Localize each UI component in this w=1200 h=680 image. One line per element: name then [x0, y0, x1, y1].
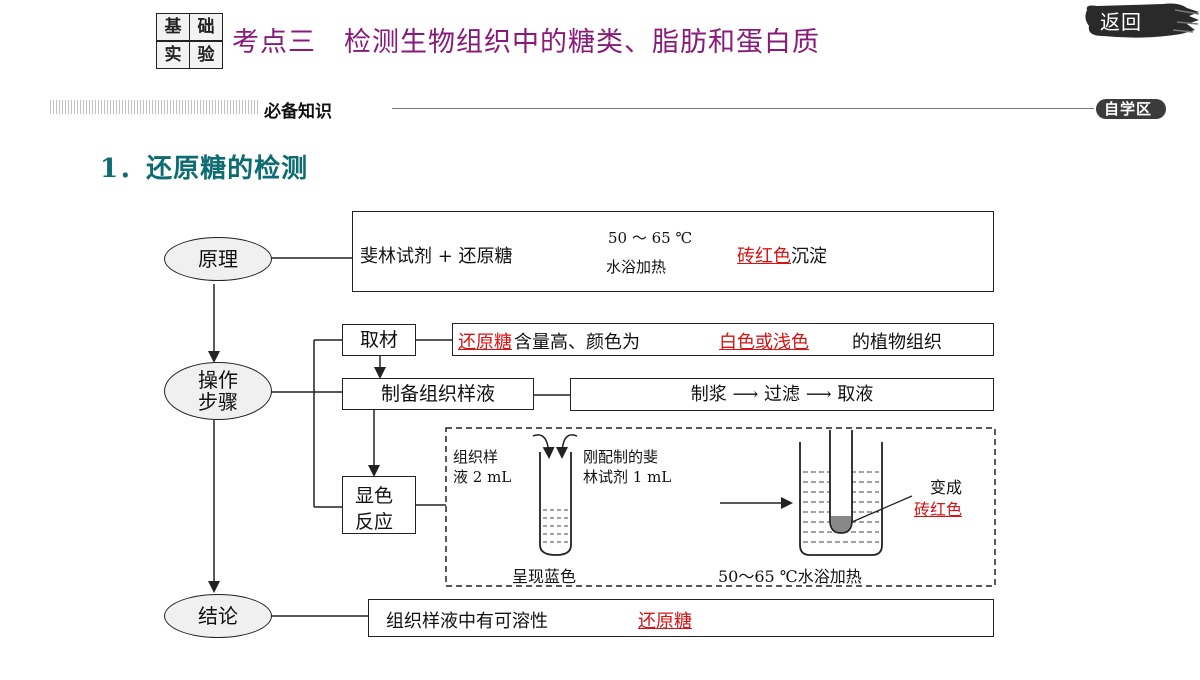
principle-result-tail: 沉淀: [791, 246, 827, 267]
node-steps: 操作 步骤: [164, 362, 272, 420]
water-bath-beaker-icon: [799, 430, 913, 556]
back-label: 返回: [1100, 10, 1142, 34]
material-tail: 的植物组织: [852, 332, 942, 353]
principle-condition-bottom: 水浴加热: [606, 258, 667, 276]
material-mid: 含量高、颜色为: [514, 332, 640, 353]
conclusion-red: 还原糖: [638, 611, 692, 632]
section-divider: [392, 108, 1094, 109]
step-color-line1: 显色: [355, 485, 394, 507]
conclusion-box: [368, 599, 994, 637]
material-desc-box: [452, 323, 994, 356]
self-study-pill: 自学区: [1096, 99, 1166, 119]
node-steps-line2: 步骤: [198, 390, 238, 414]
principle-result-red: 砖红色: [737, 246, 791, 267]
node-conclusion: 结论: [164, 594, 272, 638]
material-red2: 白色或浅色: [719, 332, 809, 353]
step-prep-label: 制备组织样液: [342, 378, 534, 410]
test-tube-icon: [532, 434, 578, 556]
principle-condition-top: 50 ～ 65 ℃: [608, 229, 693, 247]
section-label: 必备知识: [264, 102, 332, 122]
pill-shape-icon: [1096, 99, 1166, 119]
step-color-line2: 反应: [355, 511, 394, 533]
badge-char: 实: [156, 41, 190, 69]
node-principle: 原理: [164, 237, 272, 281]
change-label: 变成: [930, 478, 963, 497]
topic-heading: 1．还原糖的检测: [100, 154, 309, 184]
tube2-caption: 50～65 ℃水浴加热: [718, 567, 862, 586]
principle-box: [352, 211, 994, 292]
badge-char: 础: [189, 13, 223, 41]
prep-desc: 制浆 ⟶ 过滤 ⟶ 取液: [570, 378, 994, 411]
pill-label: 自学区: [1104, 100, 1153, 118]
material-red1: 还原糖: [458, 332, 512, 353]
node-steps-line1: 操作: [198, 368, 238, 392]
conclusion-text: 组织样液中有可溶性: [386, 611, 548, 632]
principle-reagent: 斐林试剂 + 还原糖: [360, 246, 513, 267]
right-note-line2: 林试剂 1 mL: [583, 468, 672, 486]
change-red: 砖红色: [914, 500, 963, 519]
tube1-caption: 呈现蓝色: [512, 567, 577, 586]
brush-stroke-icon: [1085, 3, 1200, 38]
step-color-label: 显色 反应: [342, 476, 416, 534]
right-note-line1: 刚配制的斐: [583, 448, 659, 466]
hatch-decoration: [50, 100, 260, 114]
badge-char: 基: [156, 13, 190, 41]
page-title: 考点三 检测生物组织中的糖类、脂肪和蛋白质: [232, 27, 820, 58]
back-button[interactable]: 返回: [1083, 2, 1200, 40]
section-badge: 基 础 实 验: [156, 13, 224, 69]
badge-char: 验: [189, 41, 223, 69]
step-material-label: 取材: [342, 324, 416, 356]
left-note-line1: 组织样: [453, 448, 499, 466]
left-note-line2: 液 2 mL: [453, 468, 512, 486]
